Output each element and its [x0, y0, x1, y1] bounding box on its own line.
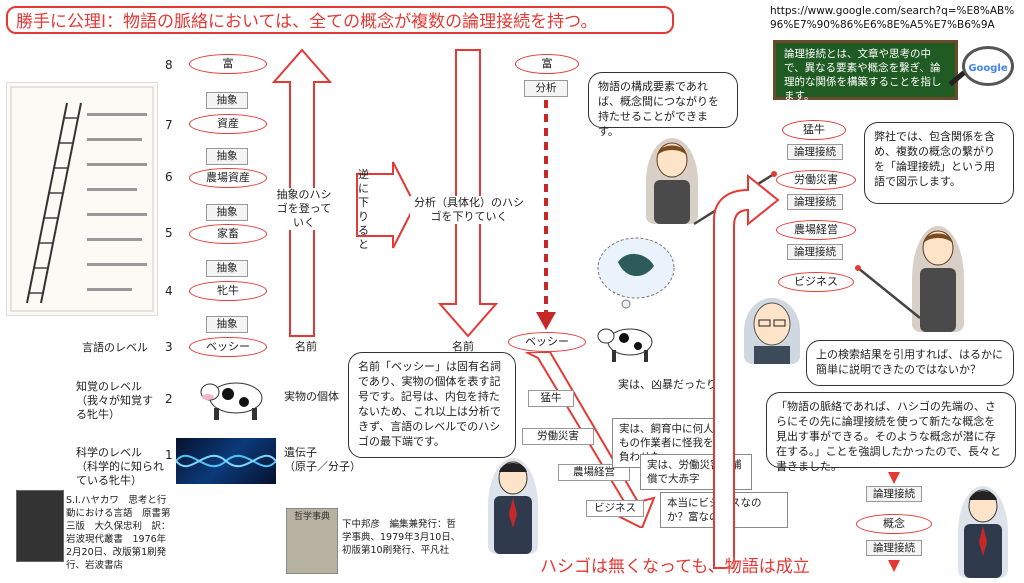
arrow-down-icon [888, 472, 900, 484]
abstract-tag: 抽象 [206, 316, 248, 333]
businessman-icon [964, 489, 1002, 578]
analysis-tag: 分析 [524, 80, 568, 97]
right-oval-wealth: 富 [515, 54, 579, 74]
book-cover-philosophy: 哲学事典 [286, 508, 338, 574]
ladder-oval-livestock: 家畜 [189, 224, 267, 244]
reference-book-1: S.I.ハヤカワ 思考と行動における言語 原書第三版 大久保忠利 訳：岩波現代叢… [66, 495, 171, 571]
bottom-chain-concept: 概念 [856, 514, 932, 534]
analysis-dashed-arrow-icon [536, 100, 556, 330]
board-text: 論理接続とは、文章や思考の中で、異なる要素や概念を繋ぎ、論理的な関係を構築するこ… [784, 48, 942, 102]
ladder-oval-wealth: 富 [189, 54, 267, 74]
level-8: 8 [165, 58, 173, 72]
reference-book-2: 下中邦彦 編集兼発行：哲学事典、1979年3月10日、初版第10刷発行、平凡社 [342, 519, 461, 556]
ladder-sketch-icon [10, 86, 154, 312]
presenter-pointer-icon [855, 265, 921, 319]
right-chain-bull: 猛牛 [782, 120, 846, 140]
bottom-chain-link-1: 論理接続 [866, 486, 922, 502]
cow-icon [597, 328, 653, 362]
story-note-violent: 実は、凶暴だったり [618, 378, 717, 391]
teacher-speech-bubble: 物語の構成要素であれば、概念間につながりを持たせることができます。 [588, 72, 738, 138]
ladder-oval-assets: 資産 [189, 114, 267, 134]
level-5: 5 [165, 226, 173, 240]
thought-cloud-icon [597, 237, 675, 309]
descend-label: 分析（具体化）のハシゴを下りていく [410, 196, 528, 224]
right-speech-text: 「物語の脈絡であれば、ハシゴの先端の、さらにその先に論理接続を使って新たな概念を… [776, 400, 1002, 473]
manager-man-figure [744, 298, 800, 364]
chain-item-bull: 猛牛 [528, 390, 574, 407]
right-chain-link-2: 論理接続 [787, 194, 843, 210]
teacher-woman-figure [646, 138, 698, 224]
manager-speech-text: 上の検索結果を引用すれば、はるかに簡単に説明できたのではないか？ [816, 348, 1003, 376]
level-7: 7 [165, 118, 173, 132]
level-1: 1 [165, 448, 173, 462]
manager-speech-bubble: 上の検索結果を引用すれば、はるかに簡単に説明できたのではないか？ [806, 340, 1014, 386]
book-cover-hayakawa [16, 490, 64, 562]
science-level-label: 科学のレベル （科学的に知られている牝牛） [76, 446, 164, 487]
book-cover-title: 哲学事典 [293, 512, 330, 522]
teacher-speech-text: 物語の構成要素であれば、概念間につながりを持たせることができます。 [598, 80, 719, 138]
definition-board: 論理接続とは、文章や思考の中で、異なる要素や概念を繋ぎ、論理的な関係を構築するこ… [773, 40, 958, 102]
businessman-right-figure [958, 486, 1008, 578]
level-4: 4 [165, 284, 173, 298]
right-oval-bessie: ベッシー [508, 332, 586, 352]
company-speech-text: 弊社では、包含関係を含め、複数の概念の繋がりを「論理接続」という用語で図示します… [874, 130, 995, 188]
businessman-figure [488, 458, 538, 554]
search-url[interactable]: https://www.google.com/search?q=%E8%AB%9… [770, 5, 1015, 31]
chain-item-labor-accident: 労働災害 [522, 428, 594, 445]
right-chain-business: ビジネス [778, 272, 854, 292]
ladder-oval-farm-assets: 農場資産 [189, 168, 267, 188]
gene-label: 遺伝子 （原子／分子） [284, 446, 361, 473]
perception-level-label: 知覚のレベル （我々が知覚する牝牛） [76, 380, 153, 421]
man-speech-bubble: 名前「ベッシー」は固有名詞であり、実物の個体を表す記号です。記号は、内包を持たな… [348, 352, 516, 458]
footer-conclusion: ハシゴは無くなっても、物語は成立 [540, 557, 810, 577]
level-3: 3 [165, 340, 173, 354]
ladder-oval-cow: 牝牛 [189, 281, 267, 301]
reverse-arrow-icon [356, 161, 417, 249]
abstract-tag: 抽象 [206, 148, 248, 165]
page-title: 勝手に公理Ⅰ：物語の脈絡においては、全ての概念が複数の論理接続を持つ。 [6, 6, 674, 34]
chain-item-business: ビジネス [586, 500, 644, 517]
level-6: 6 [165, 170, 173, 184]
presenter-woman-figure [912, 226, 964, 332]
company-speech-bubble: 弊社では、包含関係を含め、複数の概念の繋がりを「論理接続」という用語で図示します… [864, 122, 1014, 204]
language-level-label: 言語のレベル [82, 341, 148, 354]
angry-manager-icon [753, 302, 791, 364]
dna-helix-icon [175, 454, 277, 468]
reverse-label: 逆に下りると [358, 168, 369, 251]
cow-right-image [596, 318, 656, 364]
teacher-icon [654, 142, 690, 224]
level-2: 2 [165, 392, 173, 406]
name-label-left: 名前 [295, 340, 317, 353]
presenter-icon [920, 230, 956, 332]
bottom-chain-link-2: 論理接続 [866, 540, 922, 556]
cow-image [198, 372, 270, 422]
right-chain-labor-accident: 労働災害 [776, 170, 856, 190]
google-label: Google [968, 63, 1008, 74]
abstract-tag: 抽象 [206, 204, 248, 221]
ladder-oval-bessie: ベッシー [189, 337, 267, 357]
right-speech-bubble: 「物語の脈絡であれば、ハシゴの先端の、さらにその先に論理接続を使って新たな概念を… [766, 392, 1016, 473]
entity-label: 実物の個体 [284, 390, 339, 403]
abstraction-ladder-image [6, 82, 158, 316]
logical-connection-arrow-icon [713, 173, 780, 569]
right-chain-link-1: 論理接続 [787, 144, 843, 160]
arrow-down-icon [888, 560, 900, 572]
right-chain-link-3: 論理接続 [787, 244, 843, 260]
man-speech-text: 名前「ベッシー」は固有名詞であり、実物の個体を表す記号です。記号は、内包を持たな… [358, 360, 501, 448]
cow-icon [200, 382, 263, 420]
climb-label: 抽象のハシゴを登っていく [276, 188, 332, 230]
google-magnifier-icon: Google [962, 46, 1014, 86]
dna-image [175, 438, 277, 484]
businessman-icon [494, 461, 532, 554]
abstract-tag: 抽象 [206, 260, 248, 277]
name-label-right: 名前 [452, 340, 474, 353]
right-chain-farm-management: 農場経営 [776, 220, 856, 240]
chain-item-farm-management: 農場経営 [558, 464, 630, 481]
descend-arrow-icon [437, 49, 499, 338]
abstract-tag: 抽象 [206, 92, 248, 109]
